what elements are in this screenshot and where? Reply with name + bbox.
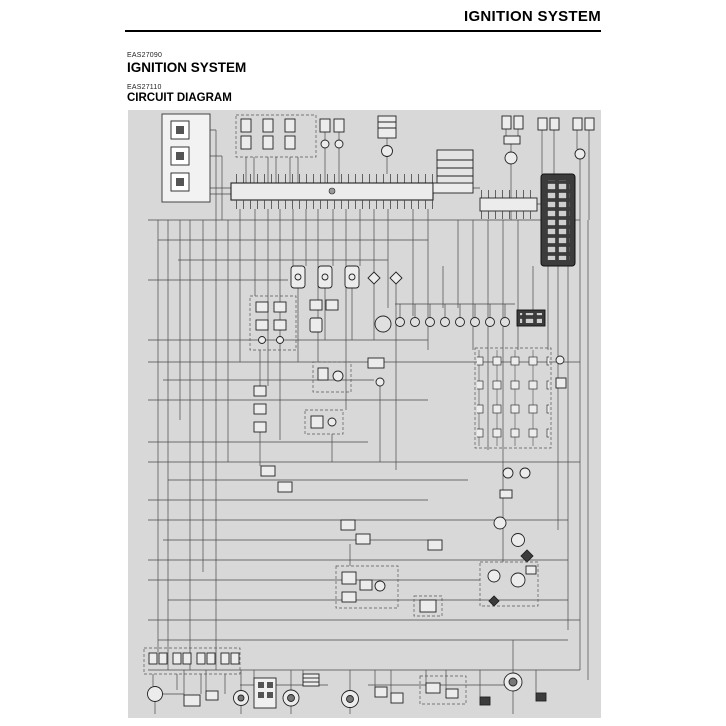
component-chain-left (253, 385, 344, 435)
section-code-2: EAS27110 (127, 84, 162, 91)
sensor-box-center (312, 357, 385, 393)
junction-bar (479, 190, 538, 219)
connector-cluster-top-right (501, 115, 595, 165)
ecu-bar (230, 149, 474, 209)
fuse-component (377, 115, 397, 157)
header-rule (125, 30, 601, 32)
wires-horizontal (148, 129, 580, 695)
section-title: IGNITION SYSTEM (127, 60, 247, 75)
switch-legend-box (161, 113, 211, 203)
circuit-diagram-svg (128, 110, 601, 718)
wires-ticks (399, 304, 506, 317)
wire-mesh (148, 129, 590, 714)
relay-cluster-left (249, 295, 339, 351)
mid-low-components (260, 465, 534, 563)
running-header: IGNITION SYSTEM (463, 8, 601, 25)
circuit-diagram (128, 110, 601, 718)
component-grid-right (474, 347, 567, 449)
lower-cluster (335, 561, 539, 617)
wires-vertical (152, 129, 590, 714)
multipin-connector-dark (540, 173, 576, 267)
connector-cluster-top (235, 114, 345, 158)
injector-row (374, 309, 546, 333)
ignition-coil-row (290, 265, 403, 289)
bottom-components (147, 672, 547, 709)
section-code-1: EAS27090 (127, 52, 163, 59)
bottom-connector-row (143, 647, 241, 675)
subsection-title: CIRCUIT DIAGRAM (127, 92, 232, 104)
